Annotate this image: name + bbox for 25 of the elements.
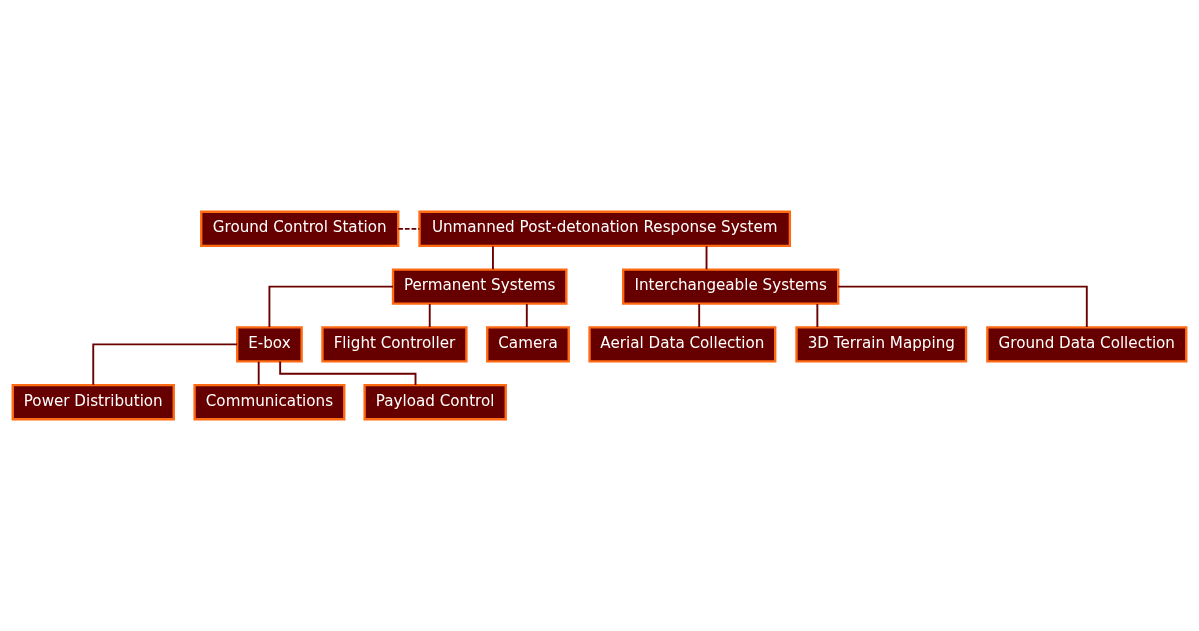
connector xyxy=(837,285,1088,328)
connector xyxy=(698,303,701,328)
connector xyxy=(268,285,394,328)
node-box: Payload Control xyxy=(363,383,507,421)
node-box: Communications xyxy=(193,383,346,421)
node-box: Unmanned Post-detonation Response System xyxy=(418,210,792,248)
connector xyxy=(397,227,421,230)
node-box: Aerial Data Collection xyxy=(588,326,777,363)
connector xyxy=(92,343,239,386)
connector xyxy=(279,360,417,386)
node-box: 3D Terrain Mapping xyxy=(795,326,968,363)
node-box: Permanent Systems xyxy=(391,268,568,305)
node-box: Ground Control Station xyxy=(200,210,400,248)
node-box: E-box xyxy=(236,326,303,363)
connector xyxy=(525,303,528,328)
connector xyxy=(428,303,431,328)
connector xyxy=(705,245,708,271)
node-box: Flight Controller xyxy=(321,326,468,363)
node-box: Interchangeable Systems xyxy=(622,268,840,305)
connector xyxy=(257,360,260,386)
node-box: Power Distribution xyxy=(11,383,175,421)
node-box: Ground Data Collection xyxy=(986,326,1188,363)
connector xyxy=(816,303,819,328)
node-box: Camera xyxy=(486,326,570,363)
connector xyxy=(492,245,494,271)
